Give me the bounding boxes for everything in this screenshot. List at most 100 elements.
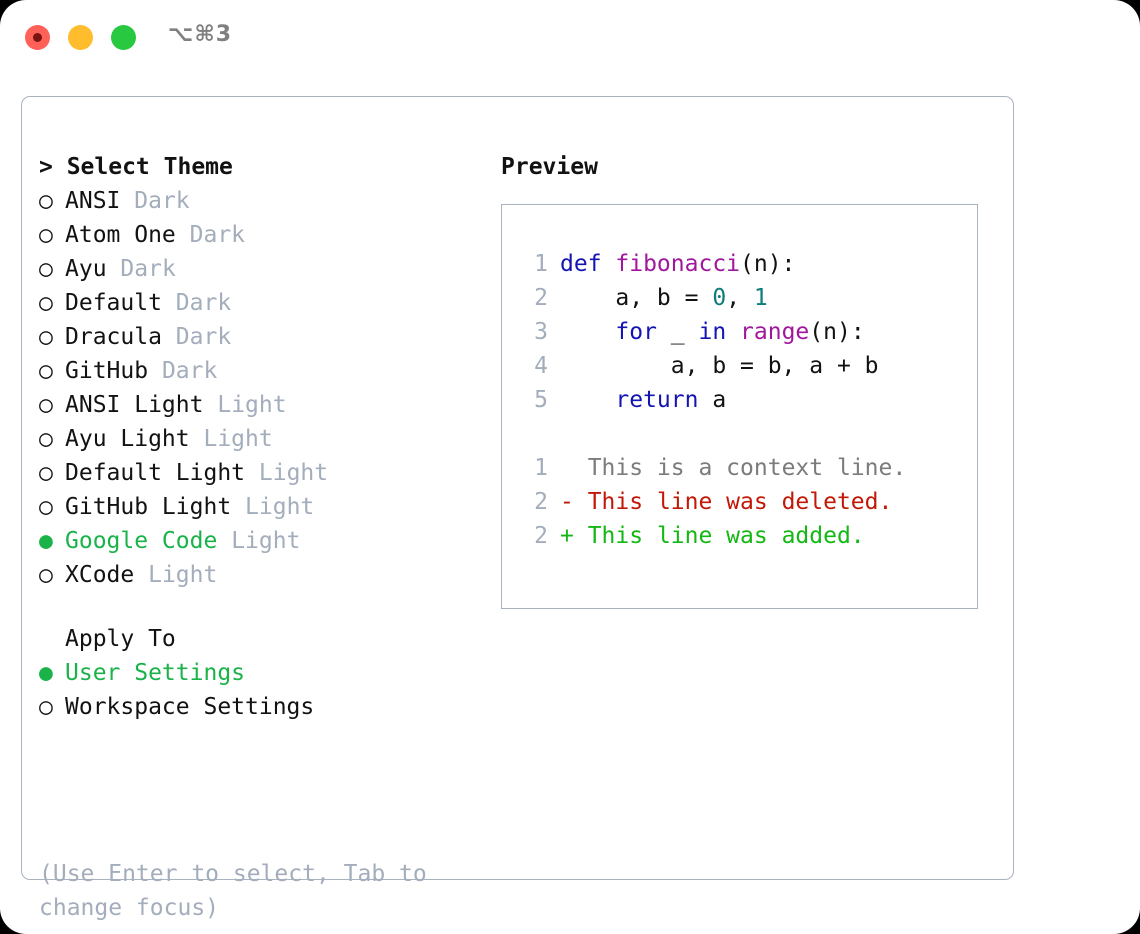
code-line: 2 a, b = 0, 1 <box>522 281 906 315</box>
radio-unselected-icon: ○ <box>39 222 53 248</box>
label-badge-spacer <box>176 222 190 248</box>
theme-option-label: Default Light <box>65 460 246 486</box>
code-token-pl: _ <box>656 319 699 345</box>
theme-variant-badge: Dark <box>120 256 176 282</box>
apply-to-group: Apply To ● User Settings ○Workspace Settin… <box>39 622 489 724</box>
code-token-pl: a <box>698 387 727 413</box>
theme-option-xcode[interactable]: ○ XCode Light <box>39 558 489 592</box>
code-token-pl <box>560 387 615 413</box>
label-badge-spacer <box>203 392 217 418</box>
radio-unselected-icon: ○ <box>39 562 53 588</box>
diff-line-del: 2- This line was deleted. <box>522 485 906 519</box>
label-badge-spacer <box>107 256 121 282</box>
select-theme-heading: > Select Theme <box>39 154 233 180</box>
line-number: 4 <box>534 353 548 379</box>
diff-marker <box>560 455 574 481</box>
code-token-num: 1 <box>753 285 768 311</box>
theme-option-label: GitHub Light <box>65 494 232 520</box>
code-token-pl <box>726 319 740 345</box>
theme-option-label: Atom One <box>65 222 176 248</box>
theme-option-atom-one[interactable]: ○Atom One Dark <box>39 218 489 252</box>
diff-marker: + <box>560 523 574 549</box>
theme-option-ayu[interactable]: ○Ayu Dark <box>39 252 489 286</box>
line-number: 5 <box>534 387 548 413</box>
theme-option-label: Ayu Light <box>65 426 190 452</box>
code-line: 3 for _ in range(n): <box>522 315 906 349</box>
theme-variant-badge: Dark <box>134 188 190 214</box>
theme-option-google-code[interactable]: ●Google Code Light <box>39 524 489 558</box>
apply-to-option-workspace-settings[interactable]: ○Workspace Settings <box>39 690 489 724</box>
minimize-button-icon[interactable] <box>68 25 93 50</box>
apply-to-option-list: ● User Settings ○Workspace Settings <box>39 656 489 724</box>
code-token-kw: def <box>560 251 616 277</box>
theme-variant-badge: Light <box>258 460 329 486</box>
theme-option-label: Ayu <box>65 256 107 282</box>
maximize-button-icon[interactable] <box>111 25 136 50</box>
apply-to-option-label: User Settings <box>65 660 246 686</box>
code-line: 5 return a <box>522 383 906 417</box>
theme-option-ayu-light[interactable]: ○ Ayu Light Light <box>39 422 489 456</box>
theme-option-label: XCode <box>65 562 135 588</box>
label-badge-spacer <box>245 460 259 486</box>
code-token-pl: (n): <box>740 251 796 277</box>
theme-variant-badge: Light <box>245 494 315 520</box>
apply-to-option-user-settings[interactable]: ● User Settings <box>39 656 489 690</box>
theme-option-github-light[interactable]: ○ GitHub Light Light <box>39 490 489 524</box>
label-badge-spacer <box>190 426 204 452</box>
code-token-kw: return <box>615 387 699 413</box>
diff-line-ctx: 1 This is a context line. <box>522 451 906 485</box>
label-badge-spacer <box>231 494 245 520</box>
radio-unselected-icon: ○ <box>39 188 53 214</box>
radio-unselected-icon: ○ <box>39 324 53 350</box>
label-badge-spacer <box>148 358 162 384</box>
theme-option-label: ANSI Light <box>65 392 204 418</box>
code-token-pl: , <box>726 285 754 311</box>
line-number: 3 <box>534 319 548 345</box>
theme-option-label: ANSI <box>65 188 121 214</box>
radio-selected-icon: ● <box>39 660 53 686</box>
theme-option-default[interactable]: ○Default Dark <box>39 286 489 320</box>
code-diff-separator <box>522 417 906 451</box>
apply-to-indent-spacer <box>39 622 65 656</box>
radio-unselected-icon: ○ <box>39 694 53 720</box>
content-panel: > Select Theme ○ANSI Dark○Atom One Dark○… <box>21 96 1014 921</box>
close-button-icon[interactable] <box>25 25 50 50</box>
close-dot-icon <box>33 33 42 42</box>
code-token-pl <box>560 319 615 345</box>
keyboard-shortcut-label: ⌥⌘3 <box>168 22 233 47</box>
theme-option-dracula[interactable]: ○Dracula Dark <box>39 320 489 354</box>
label-badge-spacer <box>217 528 231 554</box>
theme-variant-badge: Dark <box>161 358 218 384</box>
apply-to-heading: Apply To <box>39 622 489 656</box>
code-line: 4 a, b = b, a + b <box>522 349 906 383</box>
line-number: 2 <box>534 489 548 515</box>
theme-option-label: Dracula <box>65 324 162 350</box>
apply-to-heading-label: Apply To <box>65 626 176 652</box>
theme-variant-badge: Light <box>148 562 218 588</box>
line-number: 2 <box>534 523 548 549</box>
theme-option-github[interactable]: ○GitHub Dark <box>39 354 489 388</box>
theme-option-ansi[interactable]: ○ ANSI Dark <box>39 184 489 218</box>
radio-unselected-icon: ○ <box>39 426 53 452</box>
code-token-kw: for <box>615 319 657 345</box>
code-token-num: 0 <box>712 285 727 311</box>
label-badge-spacer <box>162 290 176 316</box>
line-number: 1 <box>534 251 548 277</box>
diff-text: This line was deleted. <box>573 489 893 515</box>
code-token-kw: in <box>698 319 727 345</box>
radio-unselected-icon: ○ <box>39 358 53 384</box>
theme-option-default-light[interactable]: ○ Default Light Light <box>39 456 489 490</box>
diff-marker: - <box>560 489 574 515</box>
radio-unselected-icon: ○ <box>39 460 53 486</box>
preview-column: Preview <box>501 150 991 184</box>
code-token-pl: a, b = b, a + b <box>560 353 879 379</box>
line-number: 2 <box>534 285 548 311</box>
radio-unselected-icon: ○ <box>39 494 53 520</box>
theme-variant-badge: Light <box>203 426 273 452</box>
theme-variant-badge: Dark <box>175 290 232 316</box>
theme-option-ansi-light[interactable]: ○ANSI Light Light <box>39 388 489 422</box>
